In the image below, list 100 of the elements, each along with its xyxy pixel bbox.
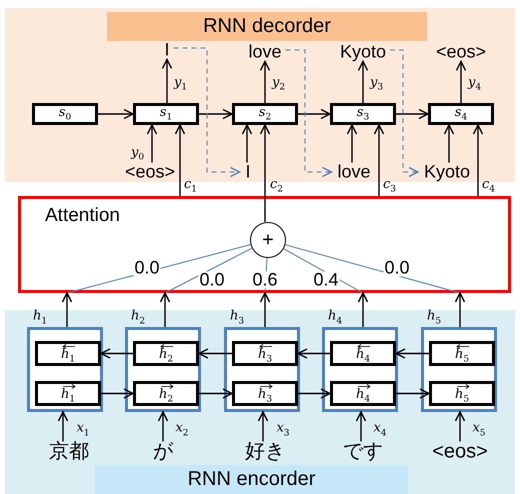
arrow [100, 348, 133, 359]
arrow [444, 124, 454, 163]
state-label: h$_{2}$ [158, 348, 174, 365]
token-text: I [246, 162, 250, 182]
edge-label: 0.0 [133, 259, 161, 277]
token-text: です [343, 442, 383, 462]
token-text: 京都 [49, 442, 89, 462]
edge-label: 0.0 [198, 271, 226, 289]
arrow [260, 124, 270, 222]
arrow [358, 60, 368, 103]
arrow [160, 292, 170, 327]
edge-label: c$_{3}$ [383, 178, 396, 195]
edge-label: y$_{2}$ [272, 76, 286, 93]
state-box [429, 341, 495, 366]
edge-label: c$_{1}$ [184, 178, 198, 195]
token-text: 好き [245, 442, 285, 462]
state-box [429, 381, 495, 406]
edge-label: h$_{4}$ [328, 310, 342, 326]
encoder-cell [421, 327, 497, 412]
state-label: h$_{4}$ [354, 348, 372, 365]
arrow [162, 58, 172, 103]
arrow [198, 348, 232, 359]
encoder-cell [125, 327, 201, 412]
arrow [199, 388, 233, 399]
connector-line [164, 248, 252, 294]
arrow [58, 411, 68, 442]
edge-label: h$_{5}$ [426, 310, 442, 326]
arrow [396, 108, 429, 120]
state-box: s$_{2}$ [232, 103, 298, 125]
token-text: Kyoto [424, 162, 470, 182]
state-label: h$_{5}$ [454, 388, 470, 405]
state-label: h$_{4}$ [354, 388, 372, 405]
state-box: s$_{3}$ [330, 103, 396, 125]
edge-label: 0.4 [312, 271, 340, 289]
token-text: <eos> [432, 442, 488, 462]
edge-label: c$_{4}$ [482, 178, 496, 195]
arrow [101, 388, 134, 399]
arrow [396, 388, 430, 399]
edge-label: x$_{3}$ [276, 422, 290, 438]
edge-label: x$_{4}$ [373, 422, 387, 438]
panel [5, 310, 515, 494]
arrow [346, 124, 358, 163]
heading-bar: RNN encorder [95, 465, 408, 494]
edge-label: x$_{5}$ [472, 422, 486, 438]
encoder-cell [224, 327, 300, 412]
arrow [298, 108, 331, 120]
token-text: <eos> [124, 162, 176, 182]
state-box [232, 381, 298, 406]
edge-label: h$_{3}$ [230, 310, 244, 326]
state-label: h$_{1}$ [60, 388, 76, 405]
token-text: Kyoto [340, 42, 386, 62]
edge-label: h$_{2}$ [130, 310, 146, 326]
arrow [395, 348, 429, 359]
token-text: が [153, 442, 173, 462]
state-box [35, 381, 101, 406]
arrow [158, 411, 168, 442]
state-box: s$_{0}$ [32, 103, 98, 125]
token-text: <eos> [436, 42, 486, 62]
arrow [174, 124, 186, 196]
edge-label: y$_{0}$ [131, 146, 144, 163]
arrow [297, 348, 330, 359]
heading-bar: RNN decorder [107, 12, 427, 41]
state-label: h$_{3}$ [256, 388, 274, 405]
arrow [456, 60, 466, 103]
state-label: h$_{2}$ [158, 388, 174, 405]
connector-line [284, 244, 460, 294]
arrow [298, 388, 331, 399]
edge-label: y$_{1}$ [174, 76, 188, 93]
arrow [199, 108, 233, 120]
arrow [173, 48, 240, 178]
arrow [358, 292, 368, 327]
token-text: I [164, 40, 170, 60]
arrow [98, 108, 134, 120]
encoder-cell [27, 327, 103, 412]
panel [5, 8, 515, 182]
state-box: s$_{1}$ [133, 103, 199, 125]
edge-label: 0.0 [383, 259, 411, 277]
edge-label: x$_{2}$ [175, 422, 189, 438]
state-box [330, 341, 396, 366]
edge-label: 0.6 [251, 271, 279, 289]
arrow [260, 60, 270, 103]
encoder-cell [322, 327, 398, 412]
state-box [133, 381, 199, 406]
arrow [285, 50, 332, 178]
edge-label: y$_{3}$ [370, 76, 384, 93]
state-label: h$_{1}$ [60, 348, 76, 365]
arrow [258, 411, 268, 442]
attention-box [18, 196, 511, 293]
arrow [62, 292, 72, 327]
edge-label: x$_{1}$ [76, 422, 90, 438]
edge-label: c$_{2}$ [270, 178, 284, 195]
state-box [330, 381, 396, 406]
arrow [472, 124, 484, 196]
sum-circle: + [250, 222, 286, 258]
arrow [356, 411, 366, 442]
arrow [242, 124, 252, 163]
arrow [146, 124, 158, 163]
arrow [260, 292, 270, 327]
arrow [390, 50, 419, 178]
edge-label: y$_{4}$ [468, 76, 482, 93]
